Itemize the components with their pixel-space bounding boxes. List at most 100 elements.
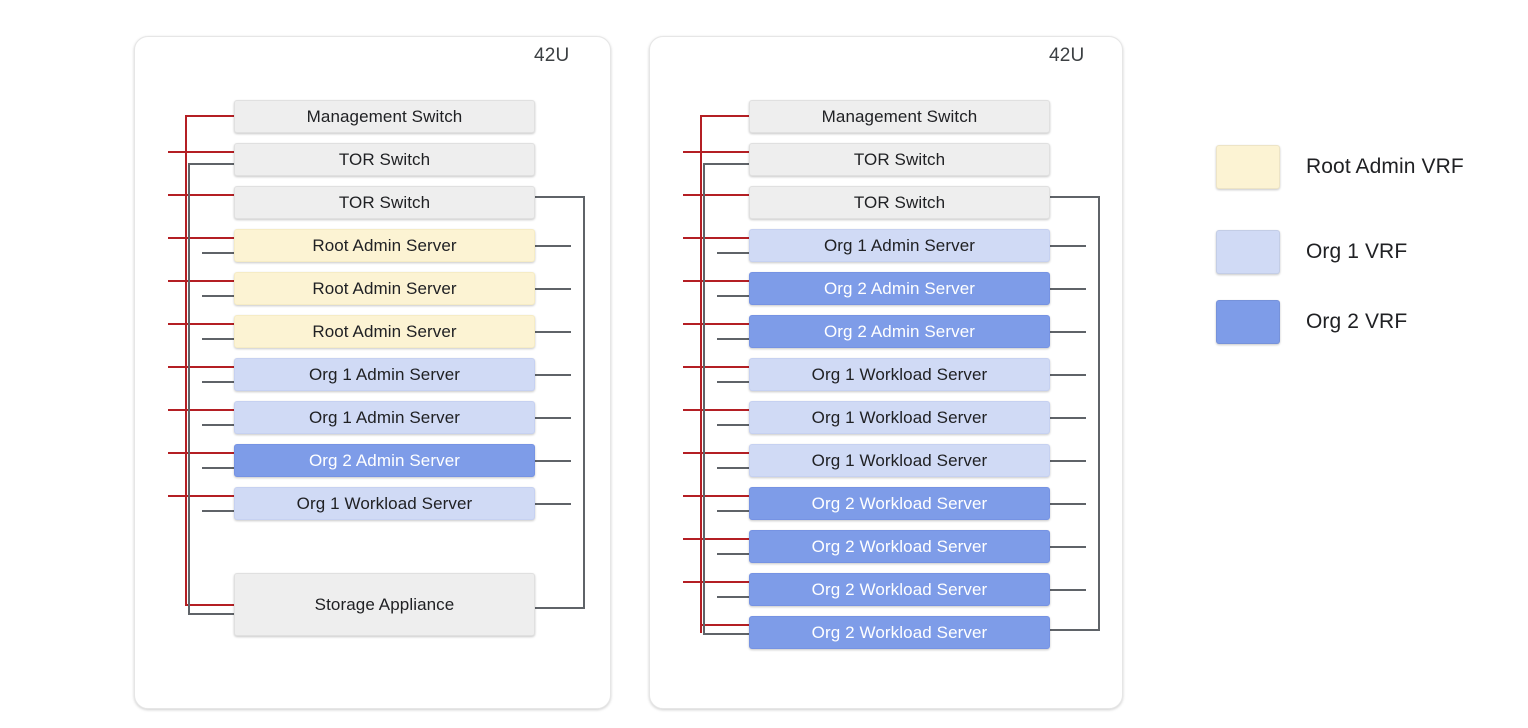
rack-unit[interactable]: Org 1 Workload Server — [749, 444, 1050, 477]
power-trunk-vertical — [185, 115, 187, 605]
rack-unit[interactable]: Org 1 Workload Server — [234, 487, 535, 520]
rack-unit[interactable]: Management Switch — [749, 100, 1050, 133]
power-cable-segment — [168, 151, 234, 153]
rack-unit[interactable]: Org 2 Workload Server — [749, 616, 1050, 649]
power-cable-segment — [700, 624, 749, 626]
power-cable-segment — [168, 409, 234, 411]
mgmt-cable-segment — [717, 553, 749, 555]
rack-unit[interactable]: TOR Switch — [234, 143, 535, 176]
power-cable-segment — [683, 280, 749, 282]
power-cable-segment — [683, 323, 749, 325]
power-cable-segment — [683, 452, 749, 454]
power-cable-segment — [168, 452, 234, 454]
rack-unit-label: Org 1 Workload Server — [296, 493, 473, 513]
power-cable-segment — [683, 538, 749, 540]
vrf-legend: Root Admin VRF Org 1 VRF Org 2 VRF — [1216, 140, 1516, 370]
rack-unit[interactable]: Org 1 Admin Server — [234, 358, 535, 391]
power-cable-segment — [185, 115, 234, 117]
rack-unit[interactable]: TOR Switch — [234, 186, 535, 219]
data-cable-segment — [1050, 331, 1086, 333]
rack-unit[interactable]: Org 2 Admin Server — [234, 444, 535, 477]
data-cable-segment — [535, 503, 571, 505]
data-cable-segment — [535, 331, 571, 333]
data-cable-segment — [535, 607, 585, 609]
rack-unit-label: Org 1 Workload Server — [811, 364, 988, 384]
rack-1-capacity-label: 42U — [534, 45, 570, 66]
power-cable-segment — [168, 323, 234, 325]
power-cable-segment — [683, 194, 749, 196]
power-cable-segment — [185, 604, 234, 606]
rack-unit[interactable]: Root Admin Server — [234, 272, 535, 305]
data-cable-segment — [1050, 245, 1086, 247]
rack-unit[interactable]: Org 1 Admin Server — [749, 229, 1050, 262]
mgmt-cable-segment — [703, 633, 749, 635]
power-cable-segment — [683, 581, 749, 583]
rack-unit[interactable]: Org 2 Workload Server — [749, 530, 1050, 563]
legend-item: Root Admin VRF — [1216, 145, 1464, 189]
mgmt-cable-segment — [202, 510, 234, 512]
rack-unit-label: TOR Switch — [853, 192, 946, 212]
power-cable-segment — [683, 151, 749, 153]
rack-unit[interactable]: Org 2 Workload Server — [749, 573, 1050, 606]
data-cable-segment — [1050, 460, 1086, 462]
rack-2-capacity-label: 42U — [1049, 45, 1085, 66]
rack-unit[interactable]: Org 1 Admin Server — [234, 401, 535, 434]
rack-unit[interactable]: Root Admin Server — [234, 229, 535, 262]
data-cable-segment — [535, 196, 585, 198]
rack-unit[interactable]: TOR Switch — [749, 186, 1050, 219]
data-cable-segment — [1050, 417, 1086, 419]
legend-swatch-1 — [1216, 145, 1280, 189]
power-cable-segment — [683, 366, 749, 368]
rack-unit[interactable]: Org 2 Admin Server — [749, 272, 1050, 305]
rack-unit[interactable]: Org 2 Admin Server — [749, 315, 1050, 348]
legend-swatch-2 — [1216, 230, 1280, 274]
rack-unit[interactable]: Storage Appliance — [234, 573, 535, 636]
mgmt-trunk-vertical — [188, 163, 190, 613]
rack-unit-label: Management Switch — [306, 106, 463, 126]
rack-unit-label: Org 1 Admin Server — [308, 364, 461, 384]
rack-unit-label: Root Admin Server — [312, 278, 457, 298]
legend-swatch-3 — [1216, 300, 1280, 344]
mgmt-cable-segment — [202, 467, 234, 469]
rack-unit[interactable]: Org 1 Workload Server — [749, 401, 1050, 434]
rack-unit-label: Org 1 Admin Server — [823, 235, 976, 255]
rack-unit-label: TOR Switch — [853, 149, 946, 169]
data-cable-segment — [535, 460, 571, 462]
data-cable-segment — [535, 417, 571, 419]
legend-label: Org 1 VRF — [1306, 240, 1408, 263]
mgmt-cable-segment — [717, 467, 749, 469]
data-trunk-vertical — [1098, 196, 1100, 631]
data-cable-segment — [1050, 629, 1100, 631]
rack-unit[interactable]: Org 2 Workload Server — [749, 487, 1050, 520]
rack-unit-label: Org 2 Workload Server — [811, 579, 988, 599]
mgmt-cable-segment — [703, 163, 749, 165]
rack-unit-label: Org 2 Admin Server — [308, 450, 461, 470]
rack-unit[interactable]: Org 1 Workload Server — [749, 358, 1050, 391]
power-cable-segment — [168, 280, 234, 282]
legend-label: Root Admin VRF — [1306, 155, 1464, 178]
mgmt-cable-segment — [717, 381, 749, 383]
mgmt-cable-segment — [202, 338, 234, 340]
power-cable-segment — [168, 194, 234, 196]
mgmt-cable-segment — [717, 295, 749, 297]
legend-item: Org 2 VRF — [1216, 300, 1407, 344]
rack-unit-label: Org 2 Workload Server — [811, 493, 988, 513]
mgmt-trunk-vertical — [703, 163, 705, 633]
mgmt-cable-segment — [717, 596, 749, 598]
mgmt-cable-segment — [717, 424, 749, 426]
rack-unit-label: Management Switch — [821, 106, 978, 126]
mgmt-cable-segment — [717, 252, 749, 254]
rack-unit[interactable]: TOR Switch — [749, 143, 1050, 176]
rack-unit-label: Org 2 Workload Server — [811, 536, 988, 556]
data-cable-segment — [1050, 546, 1086, 548]
rack-unit-label: Org 2 Workload Server — [811, 622, 988, 642]
rack-unit[interactable]: Management Switch — [234, 100, 535, 133]
rack-unit-label: Root Admin Server — [312, 235, 457, 255]
power-trunk-vertical — [700, 115, 702, 633]
rack-unit[interactable]: Root Admin Server — [234, 315, 535, 348]
data-cable-segment — [1050, 589, 1086, 591]
power-cable-segment — [683, 237, 749, 239]
power-cable-segment — [683, 409, 749, 411]
legend-item: Org 1 VRF — [1216, 230, 1407, 274]
power-cable-segment — [700, 115, 749, 117]
